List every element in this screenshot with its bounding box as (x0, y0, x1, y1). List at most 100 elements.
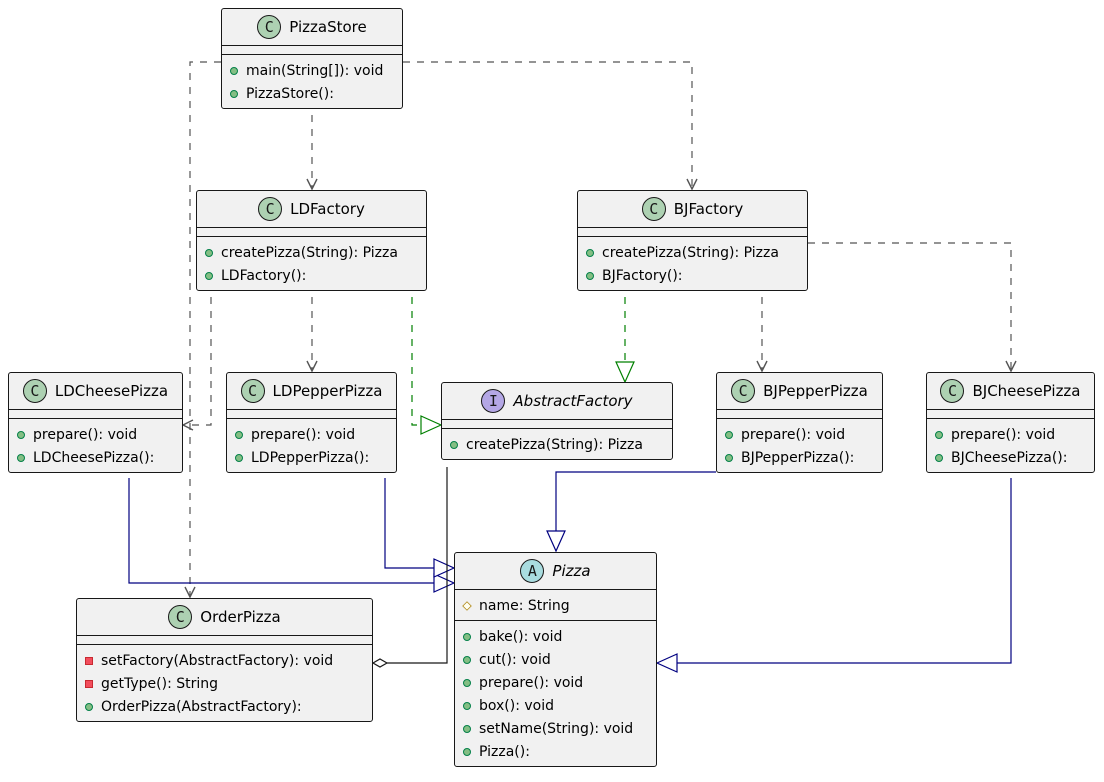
method[interactable]: prepare(): void (717, 423, 882, 446)
method[interactable]: BJPepperPizza(): (717, 446, 882, 469)
method[interactable]: PizzaStore(): (222, 82, 402, 105)
abstract-class-pizza[interactable]: A Pizza name: String bake(): void cut(): voi… (454, 552, 657, 767)
method-signature: Pizza(): (479, 743, 530, 760)
inheritance-bjpepperpizza-to-pizza (546, 471, 716, 553)
method[interactable]: bake(): void (455, 625, 656, 648)
public-visibility-icon (935, 430, 943, 439)
class-header: C LDPepperPizza (227, 373, 396, 409)
method-signature: main(String[]): void (246, 62, 384, 79)
method-signature: setFactory(AbstractFactory): void (101, 652, 334, 669)
method-signature: BJCheesePizza(): (951, 449, 1068, 466)
fields-section (927, 409, 1094, 418)
realization-bjfactory-to-abstractfactory (615, 297, 635, 384)
methods-section: createPizza(String): Pizza (442, 428, 672, 459)
fields-section (578, 227, 807, 236)
dependency-pizzastore-to-orderpizza (184, 61, 221, 599)
method[interactable]: createPizza(String): Pizza (442, 433, 672, 456)
method[interactable]: prepare(): void (455, 671, 656, 694)
method[interactable]: createPizza(String): Pizza (197, 241, 426, 264)
field[interactable]: name: String (455, 594, 656, 617)
method-signature: LDCheesePizza(): (33, 449, 155, 466)
public-visibility-icon (450, 440, 458, 449)
method-signature: prepare(): void (741, 426, 846, 443)
class-stereotype-icon: C (240, 379, 265, 403)
class-stereotype-icon: C (731, 379, 756, 403)
public-visibility-icon (463, 724, 471, 733)
method[interactable]: prepare(): void (227, 423, 396, 446)
private-visibility-icon (85, 679, 93, 688)
fields-section: name: String (455, 589, 656, 620)
method[interactable]: main(String[]): void (222, 59, 402, 82)
public-visibility-icon (463, 747, 471, 756)
class-name: BJPepperPizza (763, 382, 868, 400)
method[interactable]: LDFactory(): (197, 264, 426, 287)
dependency-ldfactory-to-ldpepperpizza (306, 297, 318, 373)
class-name: AbstractFactory (513, 392, 633, 410)
aggregation-abstractfactory-to-orderpizza (371, 467, 448, 668)
interface-stereotype-icon: I (481, 389, 506, 413)
method[interactable]: LDPepperPizza(): (227, 446, 396, 469)
class-name: BJFactory (673, 200, 744, 218)
class-name: LDPepperPizza (272, 382, 383, 400)
public-visibility-icon (463, 701, 471, 710)
method[interactable]: prepare(): void (927, 423, 1094, 446)
fields-section (77, 635, 372, 644)
method-signature: prepare(): void (251, 426, 356, 443)
methods-section: setFactory(AbstractFactory): void getType… (77, 644, 372, 721)
method[interactable]: BJCheesePizza(): (927, 446, 1094, 469)
method-signature: prepare(): void (33, 426, 138, 443)
method[interactable]: getType(): String (77, 672, 372, 695)
method[interactable]: setName(String): void (455, 717, 656, 740)
method[interactable]: cut(): void (455, 648, 656, 671)
method-signature: bake(): void (479, 628, 563, 645)
inheritance-bjcheesepizza-to-pizza (655, 478, 1012, 673)
method-signature: BJPepperPizza(): (741, 449, 855, 466)
public-visibility-icon (935, 453, 943, 462)
dependency-bjfactory-to-bjcheesepizza (808, 242, 1017, 373)
class-stereotype-icon: C (258, 197, 283, 221)
field-signature: name: String (479, 597, 570, 614)
method[interactable]: BJFactory(): (578, 264, 807, 287)
method[interactable]: Pizza(): (455, 740, 656, 763)
public-visibility-icon (725, 430, 733, 439)
method-signature: prepare(): void (479, 674, 584, 691)
abstract-stereotype-icon: A (520, 559, 545, 583)
public-visibility-icon (230, 66, 238, 75)
method[interactable]: OrderPizza(AbstractFactory): (77, 695, 372, 718)
fields-section (227, 409, 396, 418)
method[interactable]: LDCheesePizza(): (9, 446, 182, 469)
method[interactable]: setFactory(AbstractFactory): void (77, 649, 372, 672)
methods-section: bake(): void cut(): void prepare(): void bo… (455, 620, 656, 766)
protected-visibility-icon (462, 600, 472, 611)
dependency-pizzastore-to-bjfactory (403, 61, 698, 191)
method-signature: PizzaStore(): (246, 85, 334, 102)
interface-abstractfactory[interactable]: I AbstractFactory createPizza(String): Piz… (441, 382, 673, 460)
class-header: I AbstractFactory (442, 383, 672, 419)
method-signature: LDFactory(): (221, 267, 307, 284)
public-visibility-icon (586, 248, 594, 257)
public-visibility-icon (725, 453, 733, 462)
method-signature: setName(String): void (479, 720, 634, 737)
public-visibility-icon (205, 271, 213, 280)
method-signature: createPizza(String): Pizza (602, 244, 779, 261)
class-name: Pizza (552, 562, 591, 580)
method[interactable]: box(): void (455, 694, 656, 717)
method[interactable]: prepare(): void (9, 423, 182, 446)
public-visibility-icon (17, 453, 25, 462)
method[interactable]: createPizza(String): Pizza (578, 241, 807, 264)
public-visibility-icon (235, 430, 243, 439)
public-visibility-icon (463, 678, 471, 687)
public-visibility-icon (85, 702, 93, 711)
